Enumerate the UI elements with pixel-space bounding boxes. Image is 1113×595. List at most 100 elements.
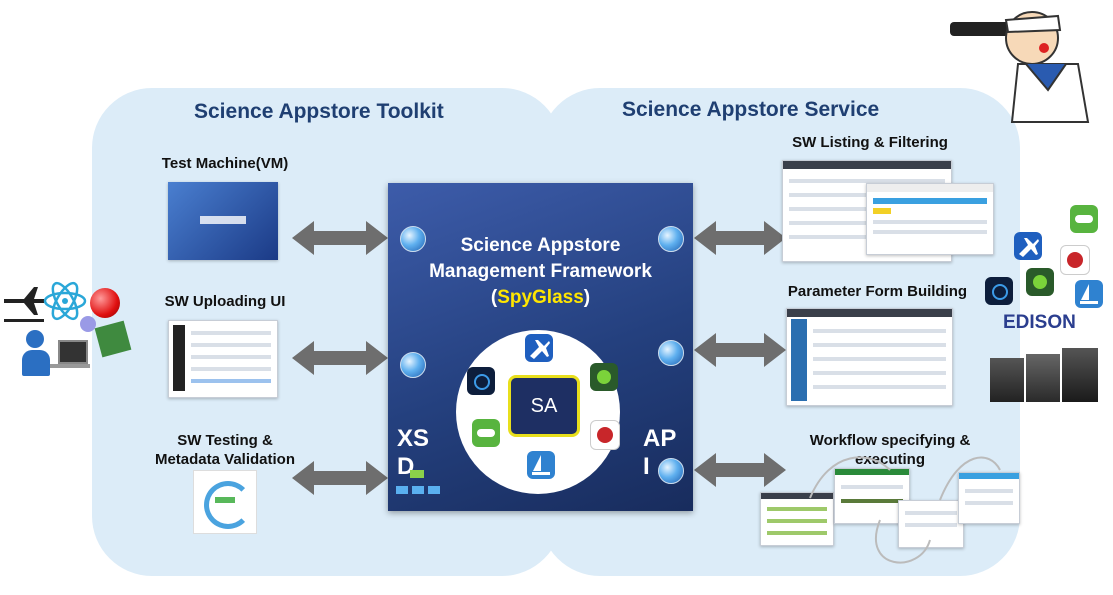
workflow-header — [761, 493, 833, 499]
metadata-validation-icon — [193, 470, 257, 534]
workflow-row — [841, 499, 903, 503]
sailboat-icon — [1080, 284, 1098, 304]
listing-row — [789, 179, 945, 183]
car-app-icon — [1070, 205, 1098, 233]
airplane-icon — [530, 340, 550, 359]
sailboat-icon — [532, 455, 550, 475]
user-body — [22, 350, 50, 376]
sailboat-app-icon — [527, 451, 555, 479]
workflow-curves — [809, 456, 1001, 564]
camera-app-icon — [467, 367, 495, 395]
edison-label: EDISON — [1003, 312, 1076, 333]
spyglass-label: SpyGlass — [497, 287, 584, 308]
workflow-header — [835, 469, 909, 475]
workflow-line2: executing — [854, 451, 926, 468]
sa-badge: SA — [508, 375, 580, 437]
lens-icon — [474, 374, 490, 390]
login-box — [200, 216, 246, 224]
molecule-icon — [597, 370, 611, 384]
purple-sphere-icon — [80, 316, 96, 332]
sailor-with-telescope-illustration — [948, 4, 1106, 124]
user-at-computer-icon — [22, 330, 92, 390]
globe-icon — [658, 458, 684, 484]
tree-node — [410, 470, 424, 478]
globe-icon — [400, 226, 426, 252]
user-head — [26, 330, 44, 348]
tree-node — [396, 486, 408, 494]
red-molecule-app-icon — [590, 420, 620, 450]
test-machine-label: Test Machine(VM) — [161, 155, 289, 172]
server-unit — [1062, 348, 1098, 402]
atom-icon — [42, 278, 88, 324]
sw-testing-line1: SW Testing & — [177, 432, 273, 449]
red-molecule-icon — [597, 427, 613, 443]
cycle-icon — [204, 481, 252, 529]
dialog-header — [867, 184, 993, 192]
form-row — [813, 385, 946, 389]
form-row — [191, 355, 271, 359]
sw-listing-label: SW Listing & Filtering — [792, 134, 948, 151]
framework-title-line1: Science Appstore — [460, 235, 621, 256]
server-rack-icon — [990, 348, 1100, 404]
monitor — [58, 340, 88, 364]
spyglass-line: (SpyGlass) — [388, 287, 693, 309]
close-paren: ) — [583, 287, 591, 308]
form-row — [813, 329, 946, 333]
framework-title-line2: Management Framework — [429, 261, 652, 282]
server-unit — [990, 358, 1024, 402]
sw-testing-label: SW Testing & Metadata Validation — [130, 431, 320, 469]
dialog-row — [873, 220, 987, 224]
form-row — [191, 367, 271, 371]
desk — [50, 364, 90, 368]
workflow-row — [767, 507, 827, 511]
form-row — [191, 331, 271, 335]
form-row — [813, 357, 946, 361]
double-arrow-left-1 — [292, 221, 388, 255]
block-icon — [215, 497, 235, 503]
form-row — [191, 343, 271, 347]
lens-icon — [992, 284, 1008, 300]
car-icon — [477, 429, 495, 437]
form-sidebar — [791, 319, 807, 401]
workflow-screenshot-4 — [958, 472, 1020, 524]
sw-uploading-label: SW Uploading UI — [164, 293, 286, 310]
sw-uploading-screenshot — [168, 320, 278, 398]
form-header — [787, 309, 952, 317]
airplane-app-icon — [1014, 232, 1042, 260]
server-unit — [1026, 354, 1060, 402]
molecule-icon — [1033, 275, 1047, 289]
workflow-row — [965, 489, 1013, 493]
airplane-app-icon — [525, 334, 553, 362]
red-sphere-icon — [90, 288, 120, 318]
dialog-bar — [873, 198, 987, 204]
tree-node — [412, 486, 424, 494]
double-arrow-right-1 — [694, 221, 786, 255]
globe-icon — [658, 340, 684, 366]
service-title: Science Appstore Service — [622, 98, 880, 121]
sidebar-strip — [173, 325, 185, 391]
workflow-row — [767, 531, 827, 535]
airplane-glyph — [4, 287, 44, 322]
api-label: AP I — [643, 425, 676, 481]
airplane-icon — [2, 285, 46, 325]
form-row — [813, 371, 946, 375]
red-molecule-icon — [1067, 252, 1083, 268]
workflow-screenshot-1 — [760, 492, 834, 546]
car-app-icon — [472, 419, 500, 447]
atom-glyph — [43, 281, 87, 321]
test-machine-screenshot — [168, 182, 278, 260]
xsd-line1: XS — [397, 425, 430, 452]
airplane-icon — [1019, 238, 1039, 257]
double-arrow-left-3 — [292, 461, 388, 495]
tree-node — [428, 486, 440, 494]
sw-testing-line2: Metadata Validation — [154, 451, 296, 468]
molecule-app-icon — [1026, 268, 1054, 296]
car-icon — [1075, 215, 1093, 223]
workflow-row — [905, 511, 957, 515]
toolkit-title: Science Appstore Toolkit — [194, 100, 444, 123]
filter-dialog-screenshot — [866, 183, 994, 255]
globe-icon — [400, 352, 426, 378]
api-line2: I — [643, 453, 650, 480]
sailboat-app-icon — [1075, 280, 1103, 308]
